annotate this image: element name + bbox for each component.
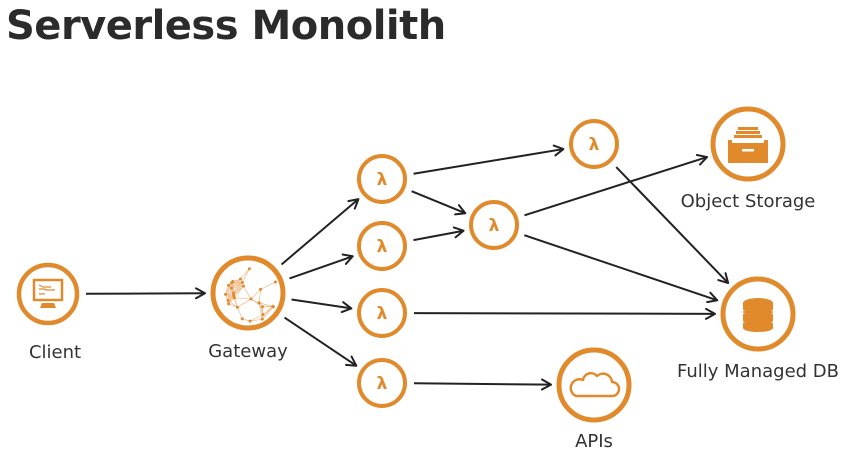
lambda-icon: λ bbox=[377, 374, 388, 394]
arrow-client-to-gateway bbox=[85, 287, 207, 300]
object-storage-node[interactable]: Object Storage bbox=[681, 106, 816, 212]
lambda-node-3[interactable]: λ bbox=[357, 288, 407, 338]
lambda-icon: λ bbox=[377, 170, 388, 190]
cloud-icon bbox=[569, 371, 621, 398]
object-storage-label: Object Storage bbox=[681, 191, 816, 212]
client-node[interactable]: Client bbox=[16, 262, 81, 363]
lambda-icon: λ bbox=[489, 216, 500, 236]
lambda-node-6[interactable]: λ bbox=[569, 119, 619, 169]
arrow-gateway-to-lambda4 bbox=[283, 316, 358, 367]
lambda-node-1[interactable]: λ bbox=[357, 154, 407, 204]
gateway-label: Gateway bbox=[208, 341, 288, 362]
arrow-lambda1-to-lambda5 bbox=[411, 190, 467, 216]
arrow-gateway-to-lambda3 bbox=[291, 298, 353, 314]
lambda-icon: λ bbox=[377, 304, 388, 324]
gateway-node[interactable]: Gateway bbox=[208, 255, 288, 362]
arrow-lambda1-to-lambda6 bbox=[413, 144, 565, 175]
client-label: Client bbox=[29, 342, 81, 363]
arrow-lambda4-to-apis bbox=[413, 378, 553, 391]
database-node[interactable]: Fully Managed DB bbox=[677, 276, 839, 382]
lambda-icon: λ bbox=[589, 135, 600, 155]
edges-layer bbox=[85, 144, 730, 391]
database-label: Fully Managed DB bbox=[677, 361, 839, 382]
arrow-gateway-to-lambda2 bbox=[289, 253, 354, 280]
network-mesh-icon bbox=[224, 267, 277, 323]
lambda-node-2[interactable]: λ bbox=[357, 221, 407, 271]
monitor-icon bbox=[32, 278, 64, 308]
apis-node[interactable]: APIs bbox=[556, 347, 632, 452]
database-icon bbox=[743, 298, 773, 332]
file-drawer-icon bbox=[728, 127, 768, 163]
apis-label: APIs bbox=[575, 431, 613, 452]
arrow-lambda5-to-storage bbox=[524, 154, 709, 217]
arrow-gateway-to-lambda1 bbox=[280, 198, 360, 266]
arrow-lambda5-to-db bbox=[524, 234, 719, 304]
arrow-lambda3-to-db bbox=[413, 307, 717, 320]
arrow-lambda6-to-db bbox=[615, 166, 730, 285]
lambda-node-5[interactable]: λ bbox=[469, 200, 519, 250]
lambda-node-4[interactable]: λ bbox=[357, 358, 407, 408]
arrow-lambda2-to-lambda5 bbox=[413, 226, 465, 242]
diagram-title: Serverless Monolith bbox=[6, 3, 446, 49]
lambda-icon: λ bbox=[377, 237, 388, 257]
